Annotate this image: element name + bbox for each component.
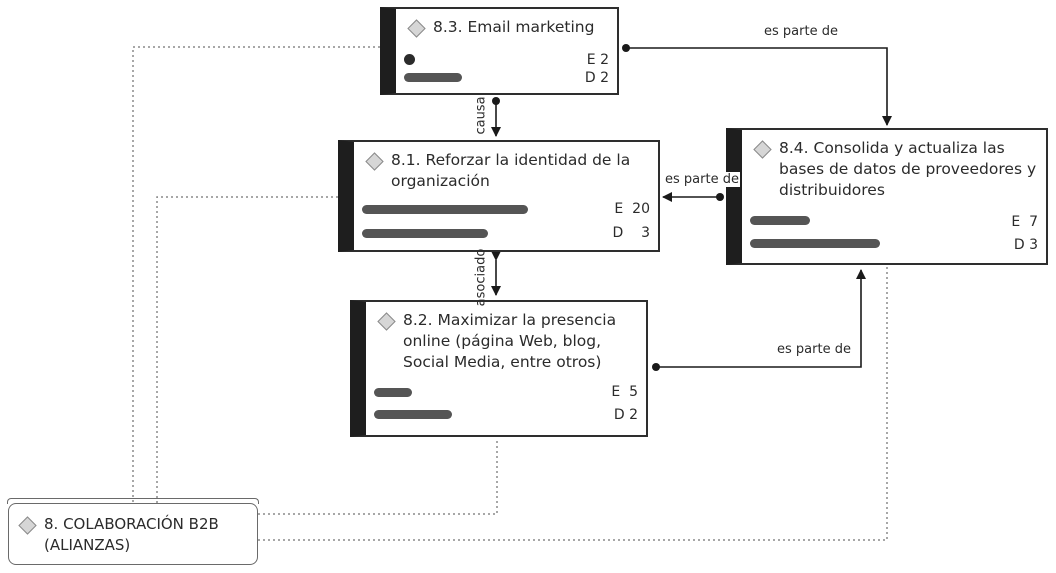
d-metric: D 2 xyxy=(613,407,638,423)
diamond-icon xyxy=(407,19,426,38)
d-metric: D 2 xyxy=(584,70,609,86)
link-label-email-reforzar: causa xyxy=(473,96,489,135)
d-metric: D 3 xyxy=(1013,237,1038,253)
e-metric: E 2 xyxy=(586,52,609,68)
node-title: 8.3. Email marketing xyxy=(406,17,609,38)
diamond-icon xyxy=(377,312,396,331)
diamond-icon xyxy=(18,516,37,535)
dotted-link-maximizar-root xyxy=(258,441,498,515)
e-metric: E 5 xyxy=(611,384,638,400)
link-label-reforzar-maximizar: asociado xyxy=(473,248,489,307)
node-title: 8.2. Maximizar la presencia online (pági… xyxy=(376,310,634,373)
node-consolida-bases[interactable]: 8.4. Consolida y actualiza las bases de … xyxy=(726,128,1048,265)
link-label-maximizar-consolida: es parte de xyxy=(777,342,851,357)
node-email-marketing[interactable]: 8.3. Email marketing E 2 D 2 xyxy=(380,7,619,95)
node-title: 8.1. Reforzar la identidad de la organiz… xyxy=(364,150,648,192)
e-indicator-dot xyxy=(404,54,415,65)
e-bar xyxy=(374,388,412,397)
node-title: 8.4. Consolida y actualiza las bases de … xyxy=(752,138,1038,201)
e-metric: E 20 xyxy=(614,201,650,217)
d-bar xyxy=(404,73,462,82)
d-bar xyxy=(362,229,488,238)
dotted-link-consolida-root xyxy=(258,267,888,541)
node-reforzar-identidad[interactable]: 8.1. Reforzar la identidad de la organiz… xyxy=(338,140,660,252)
node-title-text: 8.2. Maximizar la presencia online (pági… xyxy=(403,311,617,371)
e-bar xyxy=(362,205,528,214)
d-bar xyxy=(750,239,880,248)
e-bar xyxy=(750,216,810,225)
node-title-text: 8.4. Consolida y actualiza las bases de … xyxy=(779,139,1037,199)
root-title-text: 8. COLABORACIÓN B2B (ALIANZAS) xyxy=(44,515,219,554)
dotted-link-reforzar-root xyxy=(156,196,338,505)
link-email-consolida xyxy=(622,44,892,126)
link-maximizar-consolida xyxy=(652,269,866,371)
node-title-text: 8.1. Reforzar la identidad de la organiz… xyxy=(391,151,631,190)
dotted-link-email-root xyxy=(132,46,380,505)
d-bar xyxy=(374,410,452,419)
e-metric: E 7 xyxy=(1011,214,1038,230)
node-maximizar-presencia[interactable]: 8.2. Maximizar la presencia online (pági… xyxy=(350,300,648,437)
diamond-icon xyxy=(753,140,772,159)
root-node-colaboracion-b2b[interactable]: 8. COLABORACIÓN B2B (ALIANZAS) xyxy=(7,498,259,565)
d-metric: D 3 xyxy=(612,225,650,241)
node-title-text: 8.3. Email marketing xyxy=(433,18,595,36)
link-label-consolida-reforzar: es parte de xyxy=(664,172,740,187)
root-title: 8. COLABORACIÓN B2B (ALIANZAS) xyxy=(17,514,251,556)
diamond-icon xyxy=(365,152,384,171)
link-label-email-consolida: es parte de xyxy=(764,24,838,39)
